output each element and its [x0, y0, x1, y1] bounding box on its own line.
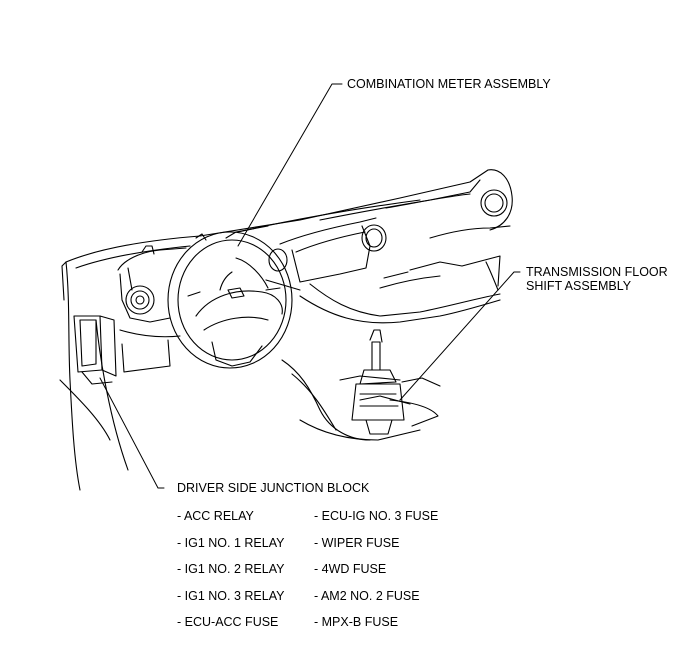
- junction-block-label: DRIVER SIDE JUNCTION BLOCK: [177, 481, 370, 495]
- center-air-vent: [361, 224, 387, 252]
- leader-lines: [99, 83, 521, 489]
- list-item: - AM2 NO. 2 FUSE: [314, 589, 420, 603]
- list-item: - ECU-ACC FUSE: [177, 615, 279, 629]
- instrument-cluster: [117, 233, 207, 323]
- center-left-vent: [268, 248, 288, 272]
- list-item: - IG1 NO. 1 RELAY: [177, 536, 285, 550]
- left-door-panel: [59, 261, 181, 491]
- right-air-vent: [480, 189, 508, 217]
- center-console: [281, 359, 441, 441]
- dashboard-outline: [65, 169, 513, 324]
- steering-wheel: [167, 231, 293, 369]
- list-item: - WIPER FUSE: [314, 536, 400, 550]
- list-item: - MPX-B FUSE: [314, 615, 399, 629]
- list-item: - IG1 NO. 2 RELAY: [177, 562, 285, 576]
- list-item: - ACC RELAY: [177, 509, 254, 523]
- list-item: - 4WD FUSE: [314, 562, 387, 576]
- list-item: - IG1 NO. 3 RELAY: [177, 589, 285, 603]
- transmission-label-line1: TRANSMISSION FLOOR: [526, 265, 668, 279]
- transmission-label-line2: SHIFT ASSEMBLY: [526, 279, 632, 293]
- shift-lever: [351, 329, 405, 435]
- combination-meter-label: COMBINATION METER ASSEMBLY: [347, 77, 551, 91]
- list-item: - ECU-IG NO. 3 FUSE: [314, 509, 439, 523]
